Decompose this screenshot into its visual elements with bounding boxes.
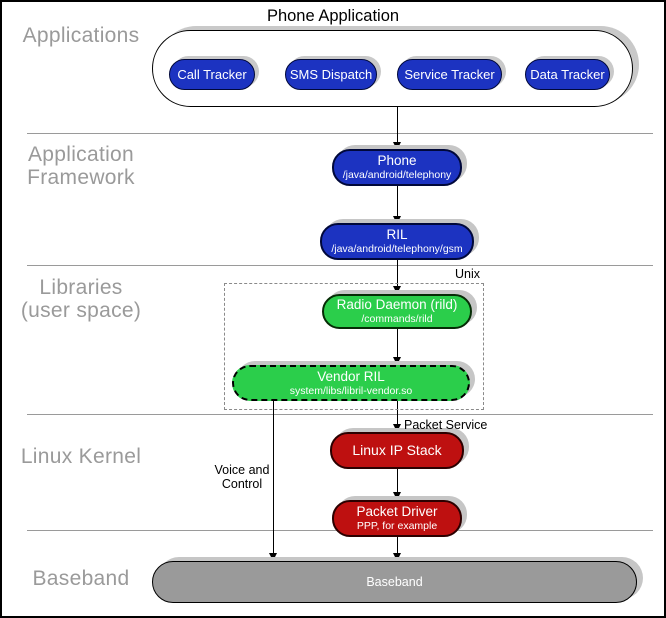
voice-label-line: Control xyxy=(221,477,263,491)
node-subtitle: system/libs/libril-vendor.so xyxy=(289,384,413,397)
flow-line-packet-service xyxy=(397,401,398,425)
layer-label-line: Libraries xyxy=(39,276,123,299)
node-call-tracker: Call Tracker xyxy=(169,59,255,90)
node-subtitle: PPP, for example xyxy=(356,520,438,533)
voice-and-control-label: Voice and Control xyxy=(206,463,278,491)
node-ril: RIL /java/android/telephony/gsm xyxy=(320,223,474,260)
node-linux-ip-stack: Linux IP Stack xyxy=(330,432,464,469)
arrowhead-down-icon xyxy=(393,492,401,500)
flow-line xyxy=(397,260,398,288)
arrowhead-down-icon xyxy=(393,216,401,224)
node-label: Call Tracker xyxy=(177,67,247,82)
node-title: Radio Daemon (rild) xyxy=(336,297,458,313)
layer-divider xyxy=(27,414,653,415)
arrowhead-down-icon xyxy=(393,357,401,365)
flow-line xyxy=(397,329,398,358)
unix-group-box xyxy=(224,283,484,410)
arrowhead-down-icon xyxy=(393,142,401,150)
layer-label-line: Framework xyxy=(27,166,135,189)
layer-label-line: Application xyxy=(27,143,135,166)
phone-application-title: Phone Application xyxy=(266,7,400,25)
layer-label-application-framework: Application Framework xyxy=(2,143,160,189)
layer-label-libraries-user-space: Libraries (user space) xyxy=(2,276,160,322)
node-phone: Phone /java/android/telephony xyxy=(332,149,462,186)
flow-line xyxy=(397,107,398,144)
layer-label-baseband: Baseband xyxy=(2,567,160,590)
node-title: Baseband xyxy=(366,574,423,589)
layer-label-linux-kernel: Linux Kernel xyxy=(2,445,160,468)
node-subtitle: /java/android/telephony/gsm xyxy=(331,243,463,256)
arrowhead-down-icon xyxy=(393,553,401,561)
layer-label-applications: Applications xyxy=(2,24,160,47)
arrowhead-down-icon xyxy=(393,424,401,432)
flow-line xyxy=(397,537,398,554)
node-subtitle: /commands/rild xyxy=(361,313,433,326)
node-title: RIL xyxy=(386,227,408,243)
node-data-tracker: Data Tracker xyxy=(525,59,610,90)
layer-divider xyxy=(27,265,653,266)
arrowhead-down-icon xyxy=(393,286,401,294)
layer-label-line: (user space) xyxy=(20,299,142,322)
node-label: Data Tracker xyxy=(530,67,605,82)
node-vendor-ril: Vendor RIL system/libs/libril-vendor.so xyxy=(232,365,470,401)
node-title: Phone xyxy=(377,153,417,169)
node-sms-dispatch: SMS Dispatch xyxy=(285,59,377,90)
flow-line xyxy=(397,186,398,217)
node-subtitle: /java/android/telephony xyxy=(342,169,452,182)
node-title: Linux IP Stack xyxy=(352,442,442,459)
flow-line xyxy=(397,469,398,493)
node-label: SMS Dispatch xyxy=(289,67,373,82)
flow-line-voice-control xyxy=(273,401,274,554)
node-title: Vendor RIL xyxy=(317,368,385,384)
node-label: Service Tracker xyxy=(404,67,495,82)
node-radio-daemon: Radio Daemon (rild) /commands/rild xyxy=(322,294,472,329)
packet-service-label: Packet Service xyxy=(404,418,488,432)
node-service-tracker: Service Tracker xyxy=(397,59,502,90)
arrowhead-down-icon xyxy=(269,553,277,561)
unix-label: Unix xyxy=(454,267,480,281)
layer-label-line: Baseband xyxy=(32,567,130,590)
layer-label-line: Applications xyxy=(22,24,140,47)
voice-label-line: Voice and xyxy=(214,463,270,477)
node-title: Packet Driver xyxy=(356,504,438,520)
node-baseband: Baseband xyxy=(152,561,637,603)
layer-label-line: Linux Kernel xyxy=(20,445,142,468)
layer-divider xyxy=(27,133,653,134)
node-packet-driver: Packet Driver PPP, for example xyxy=(332,500,462,537)
